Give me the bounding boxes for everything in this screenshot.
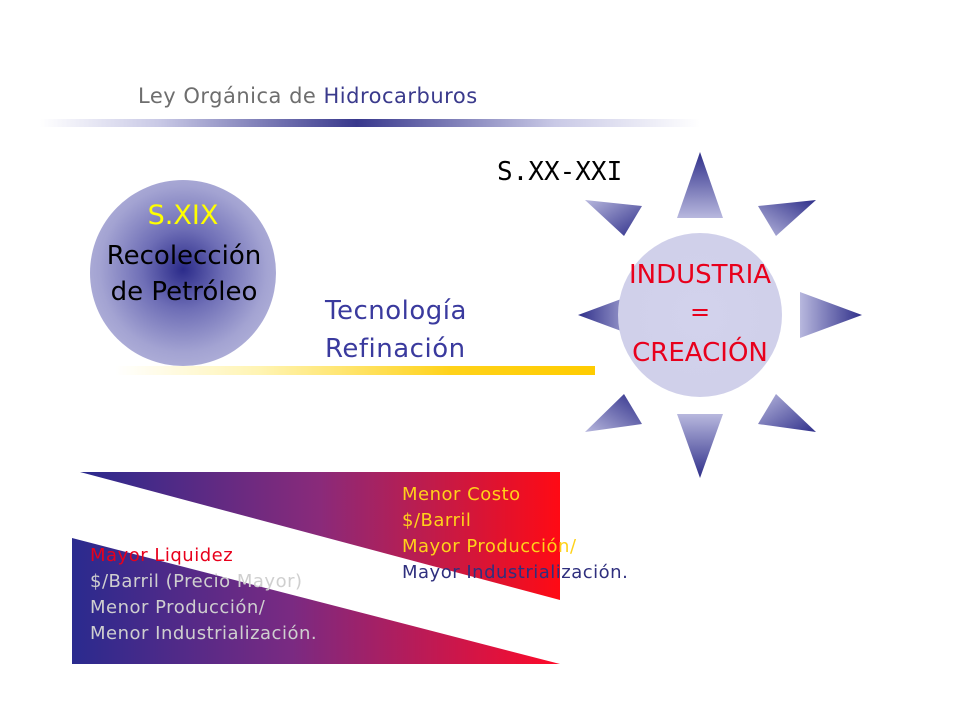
recoleccion-label: Recolección de Petróleo (86, 238, 282, 310)
technology-label: Tecnología Refinación (325, 292, 467, 368)
industria-label: INDUSTRIA (628, 260, 772, 290)
sun-ray-bottom-left (585, 394, 642, 432)
upper-line-4: Mayor Industrialización. (402, 562, 629, 583)
sun-ray-top-right (758, 200, 816, 236)
lower-triangle (72, 538, 560, 664)
recoleccion-line1: Recolección (106, 241, 262, 271)
creacion-label: CREACIÓN (632, 338, 768, 368)
upper-triangle-text: Menor Costo $/Barril Mayor Producción/ M… (402, 482, 628, 586)
lower-line-4: Menor Industrialización. (90, 623, 318, 644)
connector-bar (115, 366, 595, 375)
sun-ray-right (800, 292, 862, 338)
sun-ray-bottom (677, 414, 723, 478)
technology-line2: Refinación (325, 334, 466, 364)
era-label-sxix: S.XIX (147, 200, 219, 231)
lower-line-3: Menor Producción/ (90, 597, 266, 618)
lower-line-1: Mayor Liquidez (90, 545, 234, 566)
lower-line-2: $/Barril (Precio Mayor) (90, 571, 303, 592)
technology-line1: Tecnología (325, 296, 467, 326)
equals-sign: = (689, 298, 711, 326)
sun-ray-bottom-right (758, 394, 816, 432)
sun-core (618, 233, 782, 397)
sun-diagram (578, 152, 862, 478)
sun-ray-top-left (585, 200, 642, 236)
upper-line-1: Menor Costo (402, 484, 521, 505)
sun-ray-top (677, 152, 723, 218)
upper-line-2: $/Barril (402, 510, 472, 531)
era-label-sxx-xxi: S.XX-XXI (497, 157, 623, 187)
title-accent: Hidrocarburos (323, 84, 478, 108)
slide-title: Ley Orgánica de Hidrocarburos (138, 84, 478, 108)
upper-line-3: Mayor Producción/ (402, 536, 577, 557)
upper-triangle (80, 472, 560, 600)
era-circle (90, 180, 276, 366)
recoleccion-line2: de Petróleo (110, 277, 258, 307)
title-prefix: Ley Orgánica de (138, 84, 324, 108)
lower-triangle-text: Mayor Liquidez $/Barril (Precio Mayor) M… (90, 543, 317, 647)
title-underline (40, 119, 700, 127)
